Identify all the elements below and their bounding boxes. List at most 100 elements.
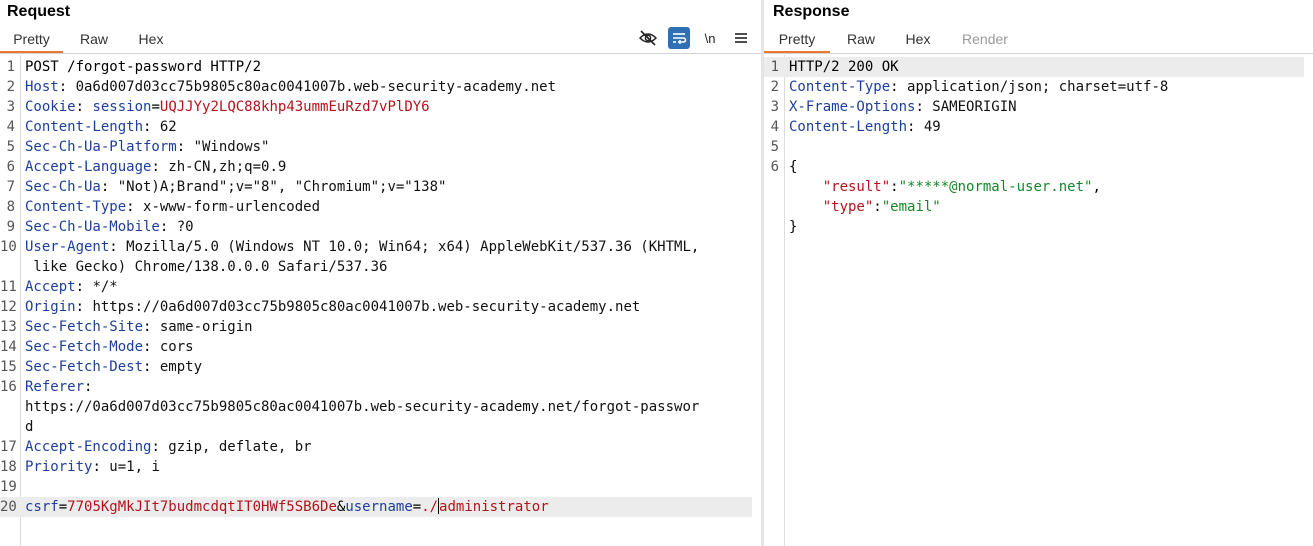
header-colon: : <box>126 199 144 215</box>
cookie-name: session <box>92 99 152 115</box>
word-wrap-icon[interactable] <box>668 27 690 49</box>
json-value: "email" <box>881 199 941 215</box>
response-tab-render[interactable]: Render <box>962 31 1008 47</box>
line-content: Sec-Ch-Ua-Platform: "Windows" <box>25 137 752 157</box>
line-content: Priority: u=1, i <box>25 457 752 477</box>
request-tab-hex[interactable]: Hex <box>138 31 164 47</box>
line-number: 4 <box>6 119 15 135</box>
code-line: 6{ <box>764 157 1304 177</box>
line-number: 10 <box>0 239 17 255</box>
header-colon: : <box>92 459 110 475</box>
code-line: 10 User-Agent: Mozilla/5.0 (Windows NT 10… <box>0 237 752 257</box>
param-name: csrf <box>25 499 59 515</box>
line-content: https://0a6d007d03cc75b9805c80ac0041007b… <box>25 397 752 417</box>
header-name: Origin <box>25 299 76 315</box>
line-content: Origin: https://0a6d007d03cc75b9805c80ac… <box>25 297 752 317</box>
header-colon: : <box>159 219 177 235</box>
header-colon: : <box>907 119 924 135</box>
header-value: https://0a6d007d03cc75b9805c80ac0041007b… <box>92 299 641 315</box>
line-content: Cookie: session=UQJJYy2LQC88khp43ummEuRz… <box>25 97 752 117</box>
menu-icon[interactable] <box>730 27 752 49</box>
header-colon: : <box>75 99 93 115</box>
pane-splitter[interactable] <box>761 0 764 546</box>
code-line: like Gecko) Chrome/138.0.0.0 Safari/537.… <box>0 257 752 277</box>
line-content: Sec-Ch-Ua-Mobile: ?0 <box>25 217 752 237</box>
line-content: Sec-Fetch-Dest: empty <box>25 357 752 377</box>
line-number: 5 <box>770 139 779 155</box>
line-number: 12 <box>0 299 17 315</box>
response-tab-raw[interactable]: Raw <box>846 31 875 47</box>
header-value: 0a6d007d03cc75b9805c80ac0041007b.web-sec… <box>75 79 557 95</box>
line-number: 2 <box>6 79 15 95</box>
text-caret <box>438 498 440 514</box>
json-indent <box>789 199 823 215</box>
header-value: */* <box>92 279 118 295</box>
code-line: 18 Priority: u=1, i <box>0 457 752 477</box>
code-line: d <box>0 417 752 437</box>
header-name: Sec-Fetch-Site <box>25 319 144 335</box>
response-tab-pretty[interactable]: Pretty <box>764 27 830 53</box>
line-number: 18 <box>0 459 17 475</box>
line-content: "type":"email" <box>789 197 1304 217</box>
header-name: Content-Length <box>25 119 144 135</box>
line-content: { <box>789 157 1304 177</box>
line-content: Sec-Fetch-Mode: cors <box>25 337 752 357</box>
line-number: 7 <box>6 179 15 195</box>
request-line: POST /forgot-password HTTP/2 <box>25 59 262 75</box>
code-line: } <box>764 217 1304 237</box>
code-line: 7 Sec-Ch-Ua: "Not)A;Brand";v="8", "Chromi… <box>0 177 752 197</box>
response-tab-hex[interactable]: Hex <box>905 31 931 47</box>
line-content: Accept: */* <box>25 277 752 297</box>
header-value: 49 <box>923 119 941 135</box>
request-tab-pretty[interactable]: Pretty <box>0 27 63 53</box>
equals-sign: = <box>412 499 422 515</box>
header-colon: : <box>58 79 76 95</box>
header-name: Content-Length <box>789 119 908 135</box>
header-name: X-Frame-Options <box>789 99 916 115</box>
code-line: 5 <box>764 137 1304 157</box>
header-colon: : <box>100 179 118 195</box>
header-name: User-Agent <box>25 239 110 255</box>
param-value: administrator <box>439 499 549 515</box>
code-line: "result":"*****@normal-user.net", <box>764 177 1304 197</box>
header-name: Sec-Ch-Ua <box>25 179 101 195</box>
line-content: POST /forgot-password HTTP/2 <box>25 57 752 77</box>
equals-sign: = <box>58 499 68 515</box>
header-colon: : <box>143 339 160 355</box>
header-name: Sec-Fetch-Dest <box>25 359 144 375</box>
ampersand: & <box>336 499 346 515</box>
header-value: Mozilla/5.0 (Windows NT 10.0; Win64; x64… <box>126 239 700 255</box>
line-number: 1 <box>6 59 15 75</box>
param-value: 7705KgMkJIt7budmcdqtIT0HWf5SB6De <box>67 499 337 515</box>
eye-slash-icon[interactable] <box>637 27 659 49</box>
header-value-continued: like Gecko) Chrome/138.0.0.0 Safari/537.… <box>25 259 388 275</box>
line-number: 11 <box>0 279 17 295</box>
line-content: Sec-Ch-Ua: "Not)A;Brand";v="8", "Chromiu… <box>25 177 752 197</box>
code-line: 12 Origin: https://0a6d007d03cc75b9805c80… <box>0 297 752 317</box>
code-line: 11 Accept: */* <box>0 277 752 297</box>
line-content: User-Agent: Mozilla/5.0 (Windows NT 10.0… <box>25 237 752 257</box>
line-content: } <box>789 217 1304 237</box>
header-name: Sec-Fetch-Mode <box>25 339 144 355</box>
equals-sign: = <box>151 99 160 115</box>
newline-icon[interactable]: \n <box>704 30 716 46</box>
request-tab-raw[interactable]: Raw <box>79 31 108 47</box>
header-name: Sec-Ch-Ua-Mobile <box>25 219 160 235</box>
request-gutter <box>0 55 21 546</box>
header-name: Accept <box>25 279 76 295</box>
header-colon: : <box>890 79 908 95</box>
response-tabbar: Pretty Raw Hex Render <box>764 27 1313 54</box>
